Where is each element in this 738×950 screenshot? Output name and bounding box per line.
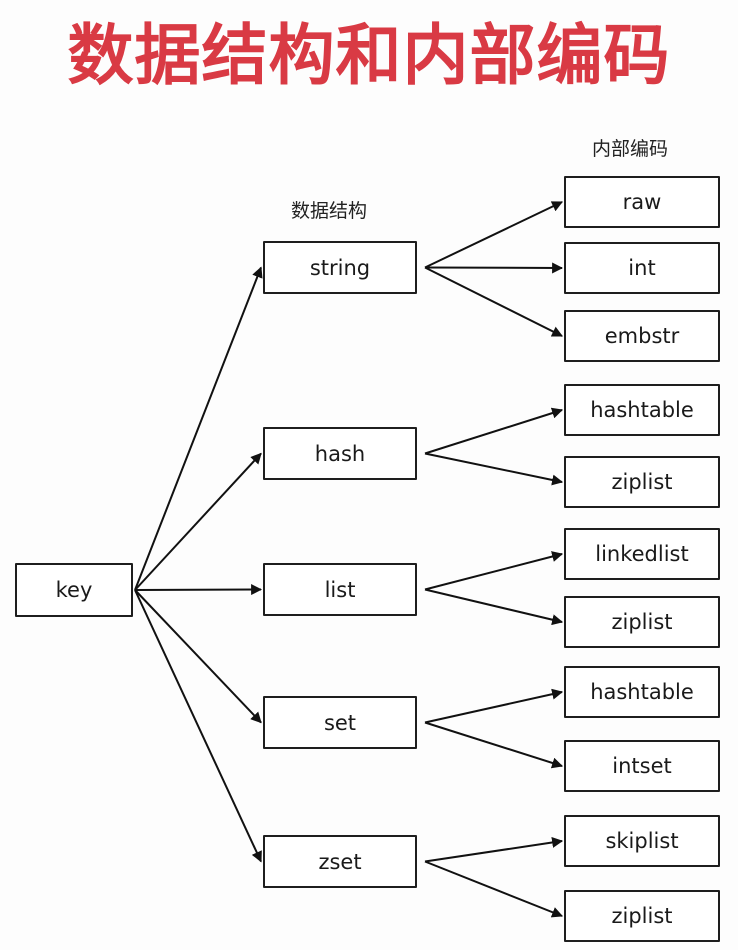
node-encoding-hash-ziplist: ziplist xyxy=(564,456,720,508)
node-encoding-list-linkedlist: linkedlist xyxy=(564,528,720,580)
node-encoding-zset-ziplist: ziplist xyxy=(564,890,720,942)
node-encoding-zset-ziplist-label: ziplist xyxy=(611,904,673,928)
node-encoding-string-int: int xyxy=(564,242,720,294)
node-encoding-hash-hashtable-label: hashtable xyxy=(590,398,694,422)
node-structure-set-label: set xyxy=(323,710,357,735)
arrow-string-to-embstr xyxy=(424,266,563,337)
node-encoding-set-hashtable: hashtable xyxy=(564,666,720,718)
arrow-key-to-string xyxy=(134,266,263,591)
node-encoding-string-embstr-label: embstr xyxy=(604,324,680,348)
node-key-label: key xyxy=(55,578,93,602)
node-encoding-zset-skiplist: skiplist xyxy=(564,815,720,867)
arrow-key-to-zset xyxy=(134,589,262,863)
arrow-key-to-list xyxy=(134,584,263,596)
node-structure-set: set xyxy=(263,696,417,749)
encoding-column-label: 内部编码 xyxy=(592,138,669,160)
node-encoding-string-int-label: int xyxy=(628,256,656,280)
arrow-set-to-hashtable xyxy=(424,688,564,724)
node-encoding-hash-hashtable: hashtable xyxy=(564,384,720,436)
node-encoding-hash-ziplist-label: ziplist xyxy=(611,470,673,494)
arrow-list-to-linkedlist xyxy=(424,551,564,591)
node-encoding-string-embstr: embstr xyxy=(564,310,720,362)
arrow-zset-to-ziplist xyxy=(424,860,564,918)
node-encoding-set-intset: intset xyxy=(564,740,720,792)
node-structure-zset: zset xyxy=(263,835,417,888)
node-structure-list-label: list xyxy=(324,577,356,602)
node-structure-string: string xyxy=(263,241,417,294)
node-structure-hash-label: hash xyxy=(314,441,366,466)
node-structure-list: list xyxy=(263,563,417,616)
arrow-hash-to-hashtable xyxy=(424,407,564,455)
arrow-zset-to-skiplist xyxy=(424,837,564,863)
structure-column-label: 数据结构 xyxy=(291,200,368,222)
node-encoding-list-ziplist-label: ziplist xyxy=(611,610,673,634)
node-encoding-list-ziplist: ziplist xyxy=(564,596,720,648)
node-encoding-string-raw-label: raw xyxy=(622,190,662,214)
arrow-string-to-int xyxy=(424,262,564,274)
node-encoding-set-hashtable-label: hashtable xyxy=(590,680,694,704)
arrow-set-to-intset xyxy=(424,721,564,769)
node-key: key xyxy=(15,563,133,617)
arrow-key-to-set xyxy=(134,589,262,724)
node-structure-zset-label: zset xyxy=(318,849,362,874)
page-title: 数据结构和内部编码 xyxy=(67,17,671,94)
arrow-hash-to-ziplist xyxy=(424,452,564,486)
arrow-string-to-raw xyxy=(424,201,563,269)
node-encoding-zset-skiplist-label: skiplist xyxy=(605,829,679,853)
node-encoding-list-linkedlist-label: linkedlist xyxy=(595,542,689,566)
arrow-list-to-ziplist xyxy=(424,588,564,626)
node-structure-string-label: string xyxy=(309,255,371,280)
arrow-key-to-hash xyxy=(134,452,262,591)
node-encoding-set-intset-label: intset xyxy=(612,754,672,778)
node-encoding-string-raw: raw xyxy=(564,176,720,228)
node-structure-hash: hash xyxy=(263,427,417,480)
